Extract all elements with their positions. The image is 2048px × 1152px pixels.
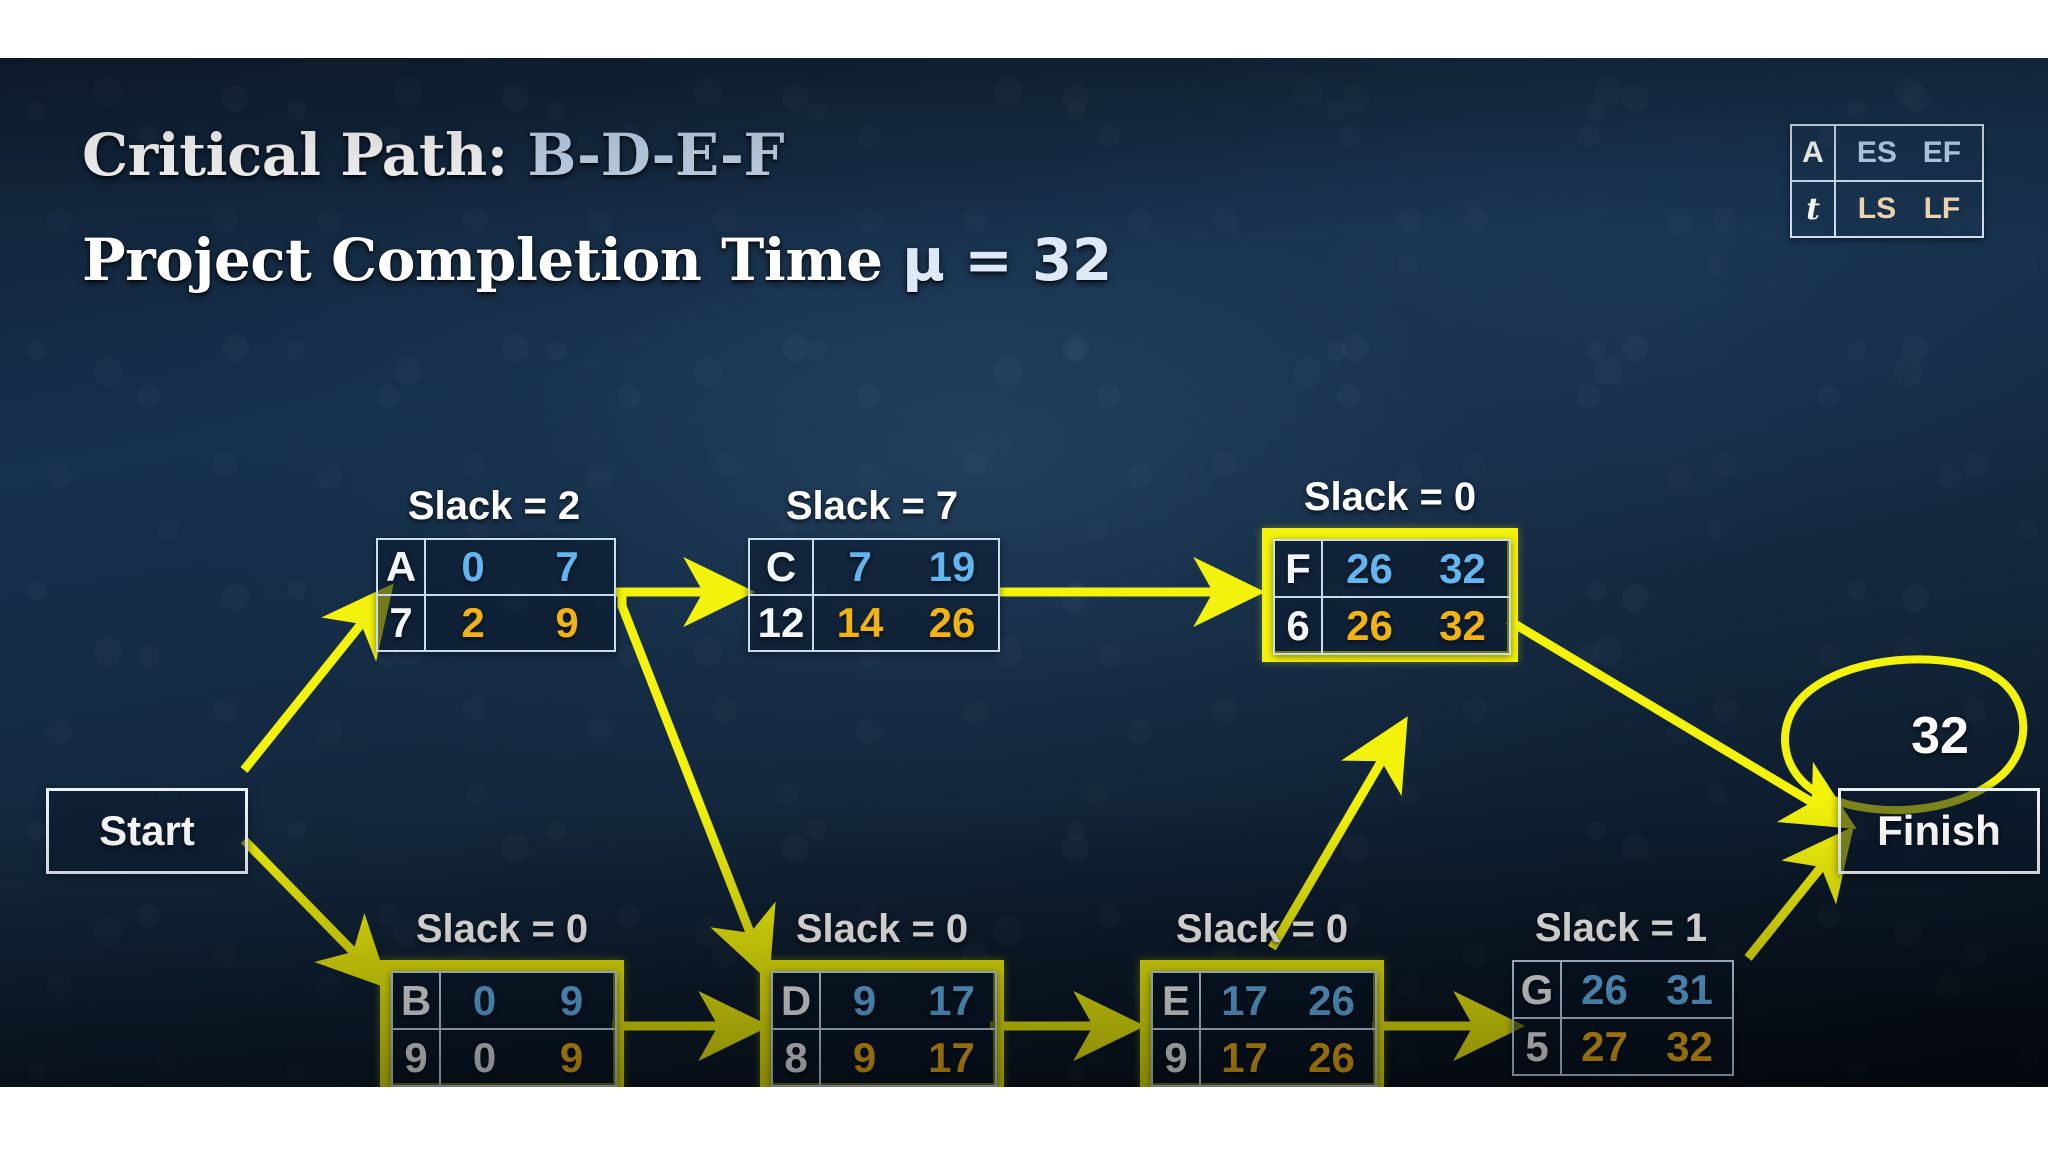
node-a-duration: 7	[378, 596, 426, 650]
slide-content: Critical Path: B-D-E-F Project Completio…	[0, 58, 2048, 1087]
node-b-es: 0	[472, 976, 497, 1024]
node-e-id: E	[1153, 973, 1201, 1028]
slack-label-d: Slack = 0	[795, 907, 969, 951]
node-c-ef: 19	[928, 543, 976, 590]
mu-symbol: μ	[902, 226, 945, 294]
node-e-ls: 17	[1221, 1033, 1268, 1081]
node-a-id: A	[378, 540, 426, 594]
slack-label-g: Slack = 1	[1534, 906, 1708, 950]
node-a-es: 0	[461, 543, 485, 590]
node-e-ef: 26	[1308, 976, 1355, 1024]
legend-box: A ES EF t LS LF	[1790, 124, 1984, 238]
node-b-lf: 9	[559, 1033, 584, 1081]
activity-node-g[interactable]: Slack = 1 G 26 31 5 27 32	[1512, 906, 1734, 1076]
legend-late-times: LS LF	[1836, 182, 1982, 236]
node-f-duration: 6	[1275, 598, 1323, 653]
legend-row-top: A ES EF	[1792, 126, 1982, 180]
node-a-lf: 9	[555, 599, 579, 646]
node-e-es: 17	[1221, 976, 1268, 1024]
start-node[interactable]: Start	[46, 788, 248, 874]
node-b-ef: 9	[559, 976, 584, 1024]
mu-value: = 32	[964, 226, 1112, 294]
legend-ef-label: EF	[1922, 136, 1962, 169]
slack-label-a: Slack = 2	[407, 484, 581, 528]
subtitle: Project Completion Time μ = 32	[82, 226, 1112, 294]
legend-duration-symbol: t	[1792, 182, 1836, 236]
node-g-es: 26	[1581, 965, 1628, 1013]
slack-label-e: Slack = 0	[1175, 907, 1349, 951]
legend-early-times: ES EF	[1836, 126, 1982, 180]
activity-node-e[interactable]: Slack = 0 E 17 26 9 17 26	[1140, 907, 1384, 1087]
project-duration-answer: 32	[1911, 707, 1969, 765]
activity-node-f[interactable]: Slack = 0 F 26 32 6 26 32	[1262, 475, 1518, 662]
slack-label-f: Slack = 0	[1303, 475, 1477, 519]
node-c-duration: 12	[750, 596, 814, 650]
node-f-es: 26	[1346, 544, 1393, 592]
node-f-ls: 26	[1346, 601, 1393, 649]
page-title: Critical Path: B-D-E-F	[82, 121, 785, 189]
title-prefix: Critical Path:	[82, 121, 508, 189]
node-f-id: F	[1275, 541, 1323, 596]
activity-node-b[interactable]: Slack = 0 B 0 9 9 0 9	[380, 907, 624, 1087]
slack-label-c: Slack = 7	[785, 484, 959, 528]
activity-node-a[interactable]: Slack = 2 A 0 7 7 2 9	[376, 484, 616, 652]
node-g-id: G	[1514, 962, 1562, 1017]
activity-node-c[interactable]: Slack = 7 C 7 19 12 14 26	[748, 484, 1000, 652]
finish-node[interactable]: Finish	[1838, 788, 2040, 874]
activity-node-d[interactable]: Slack = 0 D 9 17 8 9 17	[760, 907, 1004, 1087]
subtitle-prefix: Project Completion Time	[82, 226, 883, 294]
legend-lf-label: LF	[1923, 192, 1961, 225]
node-g-ef: 31	[1666, 965, 1713, 1013]
legend-ls-label: LS	[1857, 192, 1897, 225]
node-d-id: D	[773, 973, 821, 1028]
node-f-lf: 32	[1439, 601, 1486, 649]
node-b-ls: 0	[472, 1033, 497, 1081]
node-c-es: 7	[848, 543, 872, 590]
node-a-ls: 2	[461, 599, 485, 646]
node-g-lf: 32	[1666, 1022, 1713, 1070]
node-c-lf: 26	[928, 599, 976, 646]
node-d-ef: 17	[928, 976, 975, 1024]
node-d-ls: 9	[852, 1033, 877, 1081]
node-a-ef: 7	[555, 543, 579, 590]
node-e-lf: 26	[1308, 1033, 1355, 1081]
presentation-slide: Critical Path: B-D-E-F Project Completio…	[0, 58, 2048, 1087]
node-c-ls: 14	[836, 599, 884, 646]
node-f-ef: 32	[1439, 544, 1486, 592]
node-e-duration: 9	[1153, 1030, 1201, 1085]
node-c-id: C	[750, 540, 814, 594]
legend-row-bottom: t LS LF	[1792, 180, 1982, 236]
node-b-id: B	[393, 973, 441, 1028]
node-d-duration: 8	[773, 1030, 821, 1085]
node-g-duration: 5	[1514, 1019, 1562, 1074]
legend-es-label: ES	[1856, 136, 1897, 169]
node-b-duration: 9	[393, 1030, 441, 1085]
node-g-ls: 27	[1581, 1022, 1628, 1070]
slack-label-b: Slack = 0	[415, 907, 589, 951]
node-d-es: 9	[852, 976, 877, 1024]
title-critical-path: B-D-E-F	[527, 121, 785, 189]
node-d-lf: 17	[928, 1033, 975, 1081]
legend-activity-id: A	[1792, 126, 1836, 180]
